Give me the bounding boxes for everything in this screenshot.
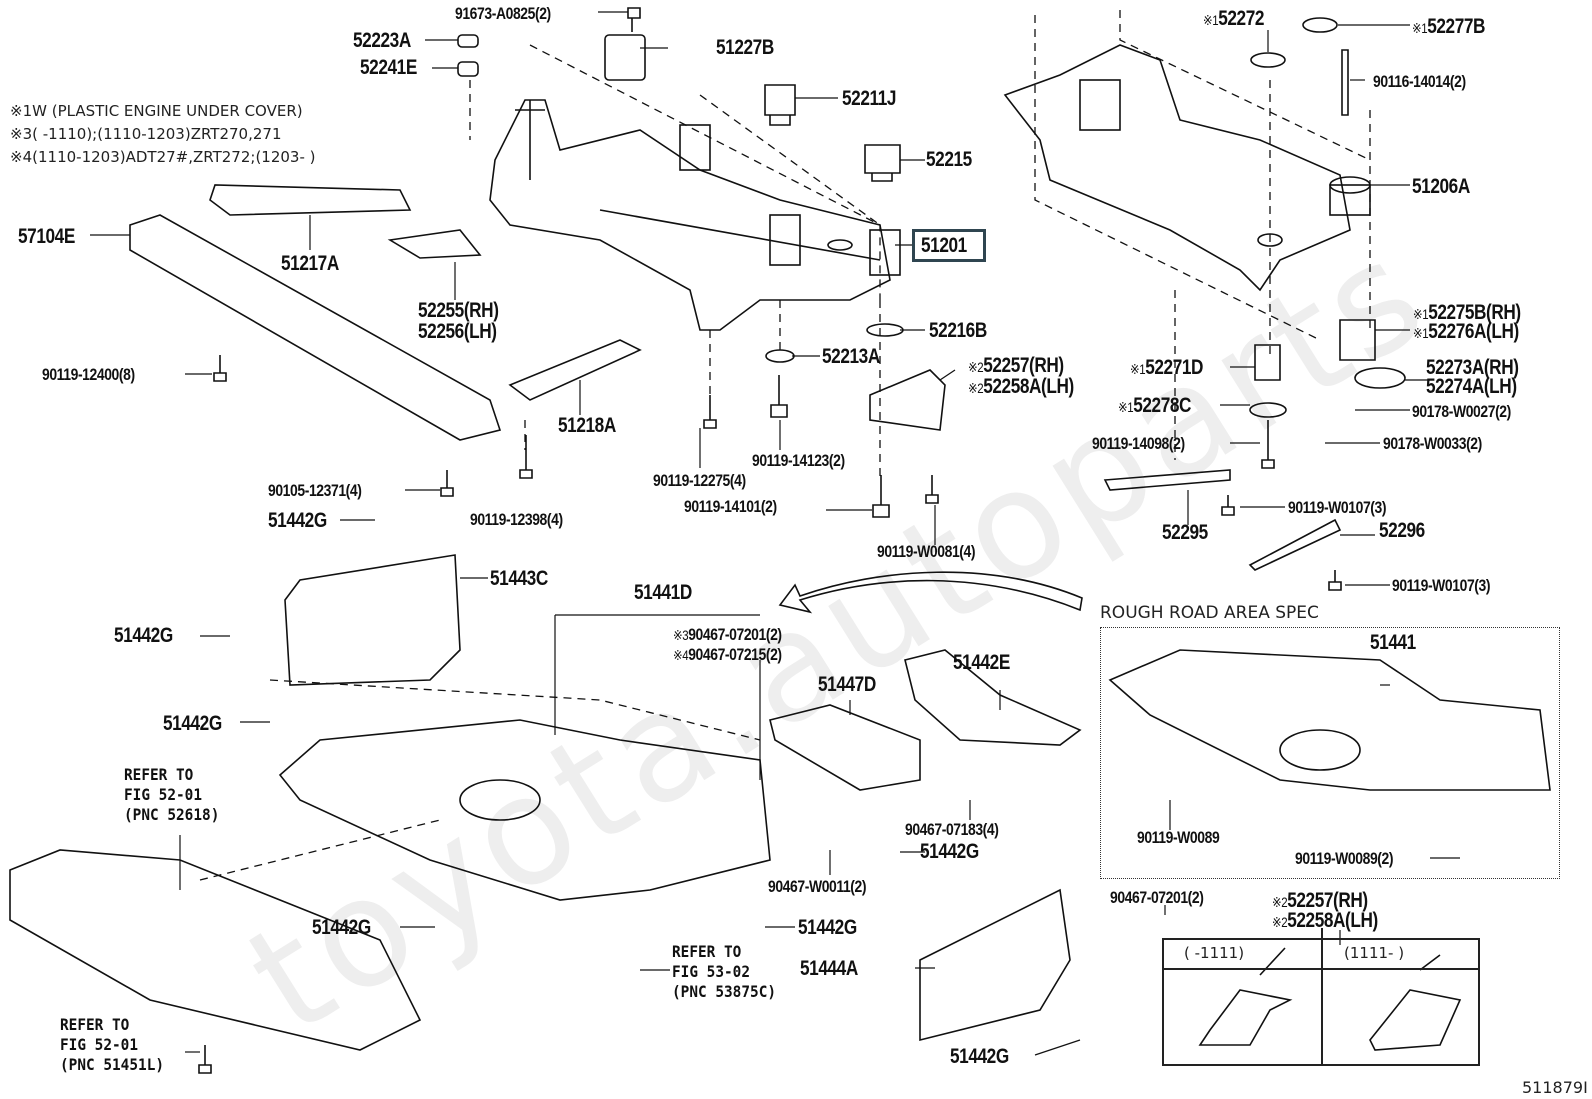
under-covers [9, 554, 1551, 1051]
part-label-51442g-4[interactable]: 51442G [920, 840, 979, 863]
part-label-90467-07183[interactable]: 90467-07183(4) [905, 820, 999, 839]
part-label-90119-14101[interactable]: 90119-14101(2) [684, 497, 777, 516]
part-label-51442e[interactable]: 51442E [953, 651, 1010, 674]
part-label-52241e[interactable]: 52241E [360, 56, 417, 79]
refer-to-pnc-52618[interactable]: REFER TO FIG 52-01 (PNC 52618) [124, 765, 220, 824]
part-label-52296[interactable]: 52296 [1379, 519, 1425, 542]
refer-to-pnc-51451l[interactable]: REFER TO FIG 52-01 (PNC 51451L) [60, 1015, 165, 1074]
part-label-51443c[interactable]: 51443C [490, 567, 548, 590]
part-label-52278c[interactable]: ※152278C [1118, 394, 1192, 417]
part-label-90178-w0027[interactable]: 90178-W0027(2) [1412, 402, 1511, 421]
part-label-51227b[interactable]: 51227B [716, 36, 774, 59]
part-label-52273a-rh[interactable]: 52273A(RH) [1426, 356, 1519, 379]
part-label-52271d[interactable]: ※152271D [1130, 356, 1204, 379]
part-label-51447d[interactable]: 51447D [818, 673, 876, 696]
part-label-52277b[interactable]: ※152277B [1412, 15, 1486, 38]
variant-table-col-divider [1321, 928, 1323, 1064]
note-1: ※1W (PLASTIC ENGINE UNDER COVER) [10, 102, 303, 120]
note-4: ※4(1110-1203)ADT27#,ZRT272;(1203- ) [10, 148, 316, 166]
part-label-57104e[interactable]: 57104E [18, 225, 75, 248]
part-label-52257-rh-bottom[interactable]: ※252257(RH) [1272, 889, 1368, 912]
part-label-51442g-2[interactable]: 51442G [114, 624, 173, 647]
variant-drawings [1198, 947, 1462, 1051]
part-label-51442g-7[interactable]: 51442G [950, 1045, 1009, 1068]
arrow-indicator [778, 571, 1083, 614]
part-label-90105-12371[interactable]: 90105-12371(4) [268, 481, 362, 500]
part-label-51218a[interactable]: 51218A [558, 414, 616, 437]
bolts [198, 7, 1342, 1074]
rough-road-title: ROUGH ROAD AREA SPEC [1100, 603, 1319, 623]
variant-table: ( -1111) (1111- ) [1162, 928, 1480, 1066]
part-label-51206a[interactable]: 51206A [1412, 175, 1470, 198]
highlighted-part-box[interactable]: 51201 [912, 229, 986, 262]
rear-subframe-drawing [1003, 44, 1371, 292]
part-label-52216b[interactable]: 52216B [929, 319, 987, 342]
refer-to-pnc-53875c[interactable]: REFER TO FIG 53-02 (PNC 53875C) [672, 942, 777, 1001]
part-label-52213a[interactable]: 52213A [822, 345, 880, 368]
part-label-52258a-lh-top[interactable]: ※252258A(LH) [968, 375, 1074, 398]
part-label-90119-w0107-b[interactable]: 90119-W0107(3) [1392, 576, 1491, 595]
part-label-52257-rh-top[interactable]: ※252257(RH) [968, 354, 1064, 377]
leader-lines [90, 11, 1460, 1056]
part-label-51201[interactable]: 51201 [921, 234, 967, 257]
part-label-90116-14014[interactable]: 90116-14014(2) [1373, 72, 1466, 91]
part-label-51442g-3[interactable]: 51442G [163, 712, 222, 735]
part-label-91673-a0825[interactable]: 91673-A0825(2) [455, 4, 551, 23]
part-label-90119-w0081[interactable]: 90119-W0081(4) [877, 542, 976, 561]
part-label-90119-14123[interactable]: 90119-14123(2) [752, 451, 845, 470]
part-label-52215[interactable]: 52215 [926, 148, 972, 171]
part-label-90467-w0011[interactable]: 90467-W0011(2) [768, 877, 867, 896]
crossbars [129, 184, 1342, 571]
part-label-52255-rh[interactable]: 52255(RH) [418, 299, 499, 322]
part-label-52295[interactable]: 52295 [1162, 521, 1208, 544]
part-label-51442g-5[interactable]: 51442G [312, 916, 371, 939]
part-label-52256-lh[interactable]: 52256(LH) [418, 320, 497, 343]
part-label-90119-12400[interactable]: 90119-12400(8) [42, 365, 135, 384]
part-label-90178-w0033[interactable]: 90178-W0033(2) [1383, 434, 1482, 453]
front-crossmember-drawing [489, 99, 901, 331]
bushings [457, 17, 1406, 418]
part-label-52258a-lh-bottom[interactable]: ※252258A(LH) [1272, 909, 1378, 932]
part-label-51441d[interactable]: 51441D [634, 581, 692, 604]
variant-col-1: ( -1111) [1184, 944, 1245, 962]
variant-col-2: (1111- ) [1344, 944, 1405, 962]
rough-road-frame [1100, 627, 1560, 879]
part-label-90119-12275[interactable]: 90119-12275(4) [653, 471, 746, 490]
part-label-51441[interactable]: 51441 [1370, 631, 1416, 654]
part-label-90119-12398[interactable]: 90119-12398(4) [470, 510, 563, 529]
part-label-90119-w0107-a[interactable]: 90119-W0107(3) [1288, 498, 1387, 517]
note-3: ※3( -1110);(1110-1203)ZRT270,271 [10, 125, 282, 143]
part-label-51442g-1[interactable]: 51442G [268, 509, 327, 532]
part-label-90119-14098[interactable]: 90119-14098(2) [1092, 434, 1185, 453]
part-label-90119-w0089[interactable]: 90119-W0089 [1137, 828, 1220, 847]
part-label-51217a[interactable]: 51217A [281, 252, 339, 275]
diagram-code: 511879I [1522, 1078, 1588, 1097]
part-label-52276a-lh[interactable]: ※152276A(LH) [1413, 320, 1519, 343]
part-label-52223a[interactable]: 52223A [353, 29, 411, 52]
part-label-90467-07215-s4[interactable]: ※490467-07215(2) [673, 645, 782, 664]
part-label-51442g-6[interactable]: 51442G [798, 916, 857, 939]
part-label-52211j[interactable]: 52211J [842, 87, 897, 110]
part-label-52275b-rh[interactable]: ※152275B(RH) [1413, 301, 1521, 324]
part-label-51444a[interactable]: 51444A [800, 957, 858, 980]
part-label-90467-07201-s3[interactable]: ※390467-07201(2) [673, 625, 782, 644]
part-label-52274a-lh[interactable]: 52274A(LH) [1426, 375, 1517, 398]
part-label-90119-w0089-2[interactable]: 90119-W0089(2) [1295, 849, 1394, 868]
part-label-90467-07201[interactable]: 90467-07201(2) [1110, 888, 1204, 907]
part-label-52272[interactable]: ※152272 [1203, 7, 1265, 30]
